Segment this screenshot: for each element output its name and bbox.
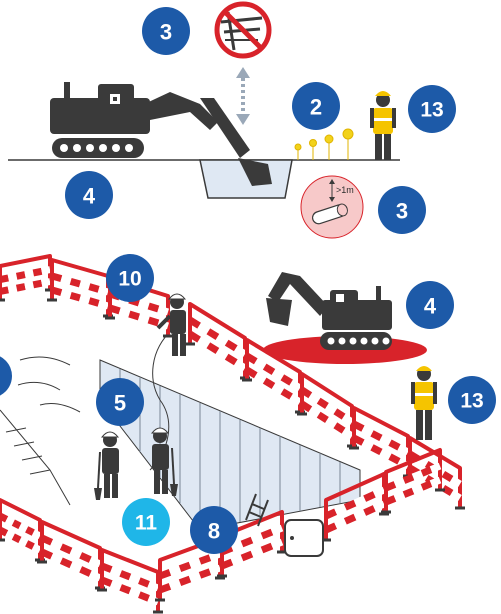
number-badge: 13 (408, 85, 456, 133)
barrier-panel (97, 550, 163, 612)
pipe-depth-label: >1m (336, 185, 354, 195)
number-badge: 8 (190, 506, 238, 554)
badge-number: 2 (310, 95, 322, 120)
number-badge: 3 (142, 7, 190, 55)
number-badge: 5 (96, 378, 144, 426)
badge-number: 8 (208, 519, 220, 544)
badge-number: 5 (114, 391, 126, 416)
number-badge: 13 (448, 376, 496, 424)
badge-number: 4 (424, 294, 437, 319)
worker-icon (411, 366, 437, 440)
badge-number: 10 (118, 268, 141, 291)
badge-number: 3 (160, 20, 172, 45)
number-badge: 11 (122, 498, 170, 546)
number-badge: 4 (406, 281, 454, 329)
badge-number: 13 (420, 99, 443, 122)
barrier-panel (0, 500, 45, 560)
excavator-icon (263, 272, 427, 364)
worker-icon (370, 91, 396, 160)
badge-number: 11 (135, 512, 158, 535)
lamp-icon (295, 129, 353, 160)
number-badge: 2 (292, 82, 340, 130)
badge-number: 4 (83, 184, 96, 209)
badge-number: 3 (396, 199, 408, 224)
access-gate (285, 520, 323, 556)
badge-number: 13 (460, 390, 483, 413)
number-badge: 3 (378, 186, 426, 234)
buried-pipe-icon: >1m (301, 176, 363, 238)
number-badge: 10 (106, 254, 154, 302)
clearance-arrow-icon (236, 67, 250, 125)
no-overhead-lines-icon (217, 4, 269, 56)
barrier-panel (297, 374, 357, 446)
number-badge: 4 (65, 171, 113, 219)
barrier-panel (37, 522, 105, 588)
